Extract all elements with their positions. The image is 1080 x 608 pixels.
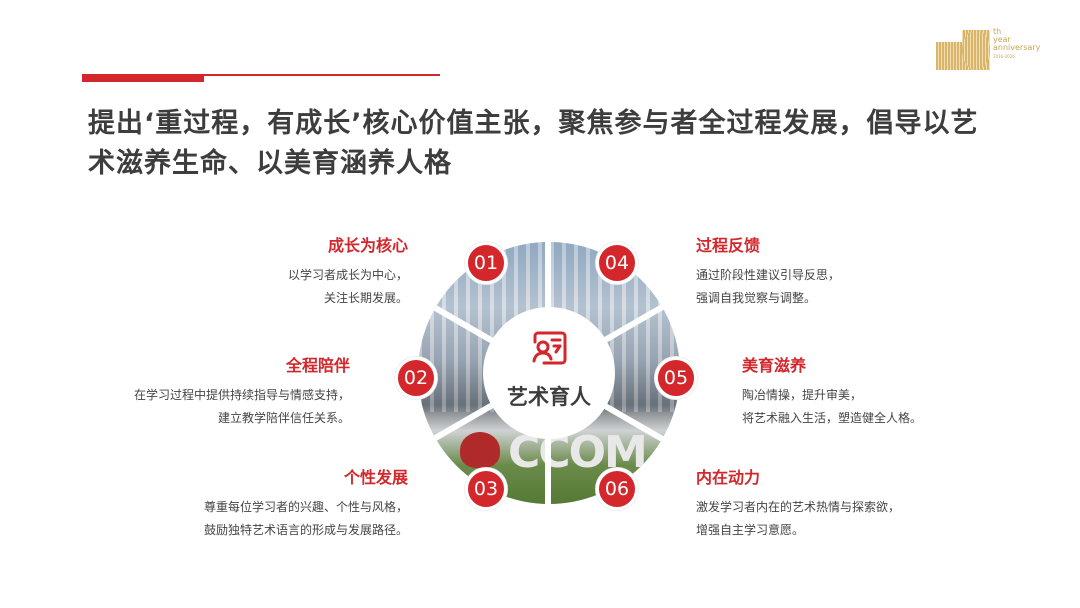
item-growth-core: 成长为核心 以学习者成长为中心，关注长期发展。	[108, 232, 408, 310]
badge-05: 05	[655, 357, 697, 399]
badge-01: 01	[465, 242, 507, 284]
item-full-companionship: 全程陪伴 在学习过程中提供持续指导与情感支持，建立教学陪伴信任关系。	[50, 352, 350, 430]
item-title: 个性发展	[343, 468, 408, 487]
badge-03: 03	[465, 468, 507, 510]
item-title: 成长为核心	[327, 236, 408, 255]
page-title: 提出‘重过程，有成长’核心价值主张，聚焦参与者全过程发展，倡导以艺术滋养生命、以…	[88, 108, 979, 179]
item-personal-development: 个性发展 尊重每位学习者的兴趣、个性与风格，鼓励独特艺术语言的形成与发展路径。	[108, 464, 408, 542]
item-title: 内在动力	[696, 468, 761, 487]
header-rule	[82, 74, 440, 76]
person-card-icon	[532, 331, 567, 365]
badge-04: 04	[596, 242, 638, 284]
item-title: 过程反馈	[696, 236, 761, 255]
item-process-feedback: 过程反馈 通过阶段性建议引导反思，强调自我觉察与调整。	[696, 232, 996, 310]
badge-02: 02	[395, 357, 437, 399]
center-label: 艺术育人	[507, 385, 591, 409]
header-accent-bar	[82, 76, 204, 82]
item-aesthetic-nourishment: 美育滋养 陶冶情操，提升审美，将艺术融入生活，塑造健全人格。	[742, 352, 1042, 430]
center-circle: 艺术育人	[483, 307, 615, 439]
item-intrinsic-motivation: 内在动力 激发学习者内在的艺术热情与探索欲，增强自主学习意愿。	[696, 464, 996, 542]
item-title: 全程陪伴	[285, 356, 350, 375]
heart-sculpture	[460, 432, 500, 468]
badge-06: 06	[596, 468, 638, 510]
item-title: 美育滋养	[742, 356, 807, 375]
